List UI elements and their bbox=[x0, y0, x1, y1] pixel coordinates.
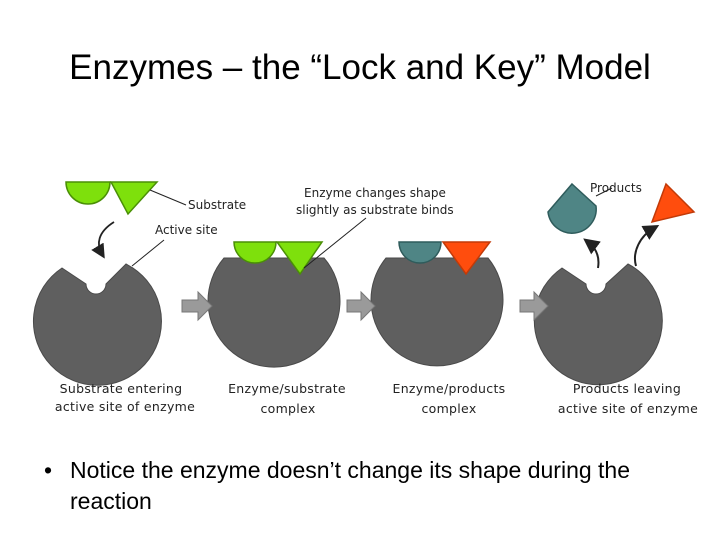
substrate-semicircle bbox=[65, 181, 111, 205]
substrate-triangle bbox=[275, 241, 324, 276]
substrate-semicircle bbox=[233, 241, 277, 264]
transition-arrow-1 bbox=[181, 290, 213, 322]
caption-3-line2: complex bbox=[421, 401, 476, 416]
shape-change-label-line1: Enzyme changes shape bbox=[304, 186, 446, 200]
slide-title: Enzymes – the “Lock and Key” Model bbox=[69, 48, 651, 87]
bullet-point: • Notice the enzyme doesn’t change its s… bbox=[44, 455, 684, 517]
product-teal-semicircle bbox=[398, 241, 442, 264]
caption-4-line2: active site of enzyme bbox=[558, 401, 698, 416]
active-site-label: Active site bbox=[155, 223, 218, 237]
products-label: Products bbox=[590, 181, 642, 195]
entry-arrow bbox=[91, 221, 115, 259]
shape-change-label-line2: slightly as substrate binds bbox=[296, 203, 454, 217]
products-label-line bbox=[595, 187, 613, 197]
leaving-arrow-left bbox=[583, 238, 601, 269]
substrate-label: Substrate bbox=[188, 198, 246, 212]
stage-2 bbox=[207, 217, 367, 368]
transition-arrow-3 bbox=[519, 290, 549, 322]
caption-2-line1: Enzyme/substrate bbox=[228, 381, 346, 396]
bullet-text: Notice the enzyme doesn’t change its sha… bbox=[70, 457, 631, 514]
enzyme-shape bbox=[533, 263, 663, 386]
shape-change-label-line bbox=[303, 217, 367, 269]
caption-1-line2: active site of enzyme bbox=[55, 399, 195, 414]
bullet-marker: • bbox=[44, 457, 53, 483]
caption-4-line1: Products leaving bbox=[573, 381, 681, 396]
enzyme-shape bbox=[370, 257, 504, 367]
transition-arrow-2 bbox=[346, 290, 376, 322]
enzyme-shape bbox=[33, 263, 162, 386]
stage-3 bbox=[370, 241, 504, 367]
caption-1-line1: Substrate entering bbox=[60, 381, 183, 396]
caption-3-line1: Enzyme/products bbox=[393, 381, 506, 396]
substrate-triangle bbox=[109, 181, 159, 216]
leaving-arrow-right bbox=[634, 225, 660, 267]
stage-4 bbox=[533, 182, 696, 386]
substrate-label-line bbox=[149, 189, 187, 206]
active-site-label-line bbox=[131, 239, 165, 267]
caption-2-line2: complex bbox=[260, 401, 315, 416]
product-orange-triangle bbox=[650, 182, 696, 224]
product-teal-shape bbox=[547, 182, 597, 234]
product-orange-triangle bbox=[441, 241, 492, 276]
enzyme-shape bbox=[207, 257, 341, 368]
stage-1 bbox=[33, 181, 187, 386]
